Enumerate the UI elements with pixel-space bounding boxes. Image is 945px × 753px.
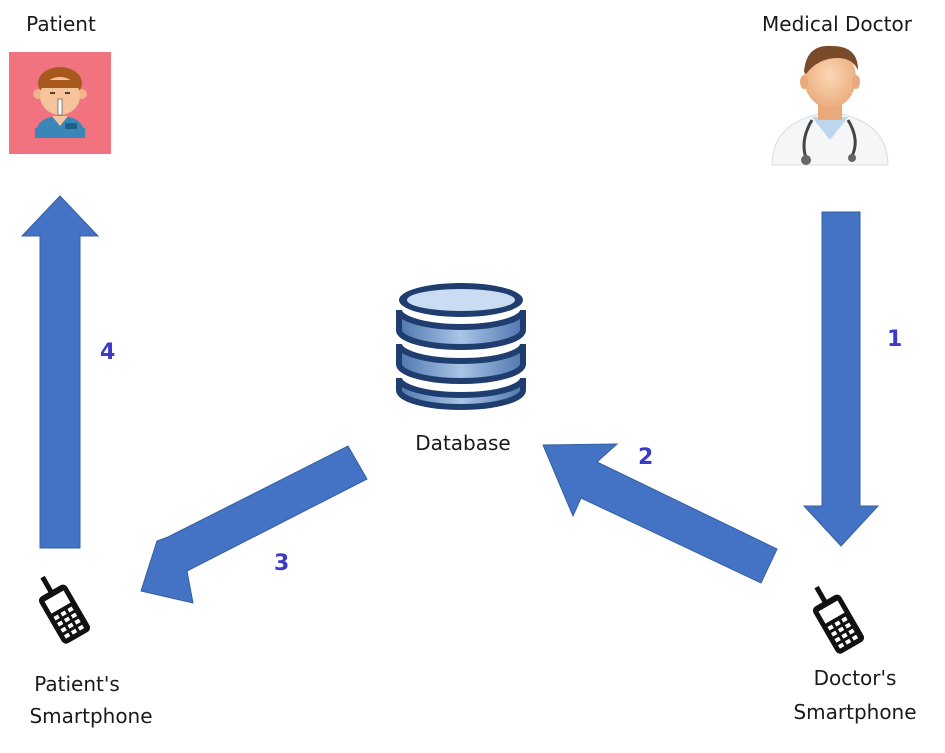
arrow-step-4 xyxy=(20,195,100,549)
patient-phone-label-line2: Smartphone xyxy=(29,704,153,728)
database-icon xyxy=(396,283,526,410)
step-number-3: 3 xyxy=(274,551,290,576)
arrow-step-1 xyxy=(802,211,880,547)
step-number-1: 1 xyxy=(887,327,903,352)
arrow-step-3 xyxy=(140,445,368,604)
patient-label: Patient xyxy=(26,12,96,36)
doctor-phone-label-line1: Doctor's xyxy=(813,666,897,690)
patient-icon xyxy=(9,52,111,154)
doctor-icon xyxy=(771,45,889,166)
mobile-phone-icon xyxy=(38,575,91,644)
step-number-2: 2 xyxy=(638,445,654,470)
database-label: Database xyxy=(415,431,511,455)
doctor-label: Medical Doctor xyxy=(762,12,912,36)
mobile-phone-icon xyxy=(812,585,865,654)
patient-phone-label-line1: Patient's xyxy=(34,672,120,696)
arrow-step-2 xyxy=(542,443,778,584)
doctor-phone-label-line2: Smartphone xyxy=(793,700,917,724)
step-number-4: 4 xyxy=(100,340,116,365)
